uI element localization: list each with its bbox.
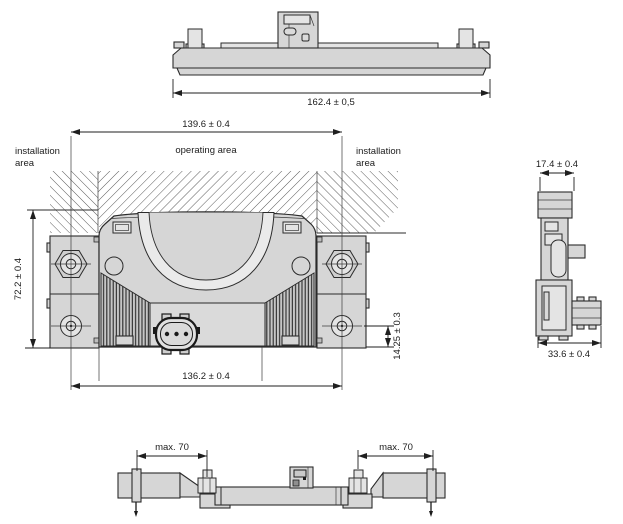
side-bobbin <box>550 239 567 278</box>
dim-depth-bottom: 33.6 ± 0.4 <box>537 326 602 360</box>
dim-top-width: 162.4 ± 0,5 <box>172 79 491 108</box>
dome-inner <box>148 212 264 281</box>
label-installation-left-line1: installation <box>15 146 60 157</box>
cable-plate-right <box>426 468 437 503</box>
dim-hole-offset-label: 14.25 ± 0.3 <box>392 312 403 359</box>
connector-pin <box>183 331 189 337</box>
dim-operating-width-label: 139.6 ± 0.4 <box>182 119 229 130</box>
bracket-left <box>46 235 100 349</box>
label-installation-right: installation area <box>356 146 401 169</box>
front-view: installation area operating area install… <box>13 119 406 390</box>
dim-depth-top: 17.4 ± 0.4 <box>536 159 578 191</box>
housing-bar-bottom <box>214 486 349 506</box>
dim-operating-width: 139.6 ± 0.4 <box>71 119 342 135</box>
connector-pin <box>174 331 179 337</box>
side-tab <box>567 244 586 259</box>
dim-top-width-label: 162.4 ± 0,5 <box>307 97 354 108</box>
cable-pin-left <box>134 511 138 517</box>
connector-front <box>153 313 200 355</box>
label-installation-right-line1: installation <box>356 146 401 157</box>
dim-clearance-left: max. 70 <box>136 442 208 477</box>
strain-relief-right <box>370 471 384 498</box>
connector-pin <box>164 331 170 337</box>
dim-overall-height: 72.2 ± 0.4 <box>13 210 50 349</box>
bottom-view: max. 70 max. 70 <box>117 442 446 517</box>
ridge-right <box>317 42 439 49</box>
cable-assembly-left <box>117 468 204 517</box>
hatch-installation-right <box>317 171 398 233</box>
mount-tab-right <box>458 28 474 49</box>
vent-slot-right <box>282 221 302 234</box>
boss-circle-left <box>104 256 124 276</box>
dim-clearance-right: max. 70 <box>357 442 434 471</box>
dim-clearance-right-label: max. 70 <box>379 442 413 453</box>
side-top-cap <box>537 191 573 219</box>
housing-front <box>98 211 317 355</box>
side-connector <box>571 296 602 330</box>
connector-block-bottom <box>289 466 314 489</box>
top-view: 162.4 ± 0,5 <box>172 11 491 108</box>
end-step-right <box>478 41 490 49</box>
latch-hole <box>301 33 310 42</box>
label-installation-left-line2: area <box>15 158 35 169</box>
connector-block-top <box>277 11 319 49</box>
bolt-left <box>197 469 217 494</box>
boss-circle-right <box>291 256 311 276</box>
ridge-left <box>220 42 281 49</box>
dim-overall-height-label: 72.2 ± 0.4 <box>13 258 24 300</box>
housing-bar-lip <box>176 67 487 76</box>
label-installation-left: installation area <box>15 146 60 169</box>
label-installation-right-line2: area <box>356 158 376 169</box>
latch-slot <box>283 27 297 36</box>
cable-assembly-right <box>370 468 446 517</box>
fin-tab-left <box>115 335 134 346</box>
cable-plate-left <box>131 468 142 503</box>
label-operating-area: operating area <box>175 145 237 156</box>
end-step-left <box>173 41 185 49</box>
fin-tab-right <box>281 335 300 346</box>
cable-block-left <box>117 472 181 499</box>
dim-depth-bottom-label: 33.6 ± 0.4 <box>548 349 590 360</box>
dim-mounting-width: 136.2 ± 0.4 <box>71 371 342 389</box>
dim-hole-offset: 14.25 ± 0.3 <box>364 312 403 360</box>
dim-mounting-width-label: 136.2 ± 0.4 <box>182 371 229 382</box>
hatch-installation-left <box>50 171 98 233</box>
dim-clearance-left-label: max. 70 <box>155 442 189 453</box>
mount-tab-left <box>187 28 203 49</box>
vent-slot-left <box>112 221 132 234</box>
housing-bar <box>172 47 491 69</box>
side-profile <box>535 191 602 341</box>
cable-pin-right <box>429 511 433 517</box>
bracket-right <box>316 235 370 349</box>
side-slot <box>543 291 550 321</box>
dim-depth-top-label: 17.4 ± 0.4 <box>536 159 578 170</box>
side-view: 17.4 ± 0.4 <box>535 159 602 360</box>
bolt-right <box>348 469 368 494</box>
